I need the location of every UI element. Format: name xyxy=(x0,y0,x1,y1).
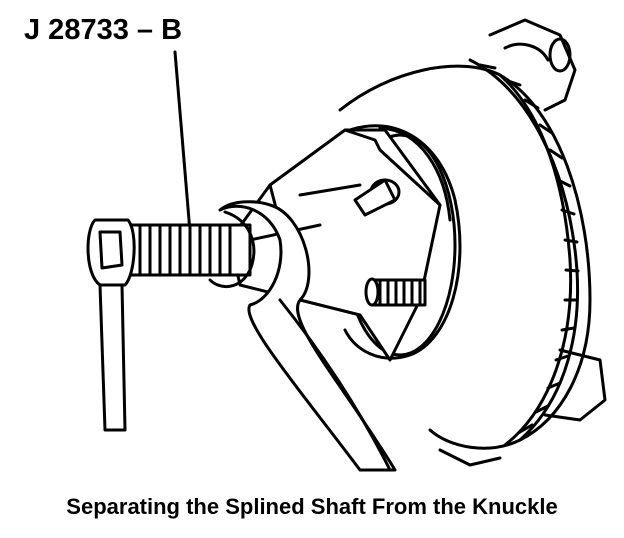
figure-caption: Separating the Splined Shaft From the Kn… xyxy=(66,494,558,519)
puller-tool-icon xyxy=(123,128,442,362)
holding-wrench xyxy=(208,200,397,472)
tool-number-label: J 28733 – B xyxy=(24,14,183,46)
leader-line xyxy=(173,50,192,234)
wrench-icon xyxy=(86,218,136,432)
brake-rotor-icon xyxy=(338,18,607,467)
